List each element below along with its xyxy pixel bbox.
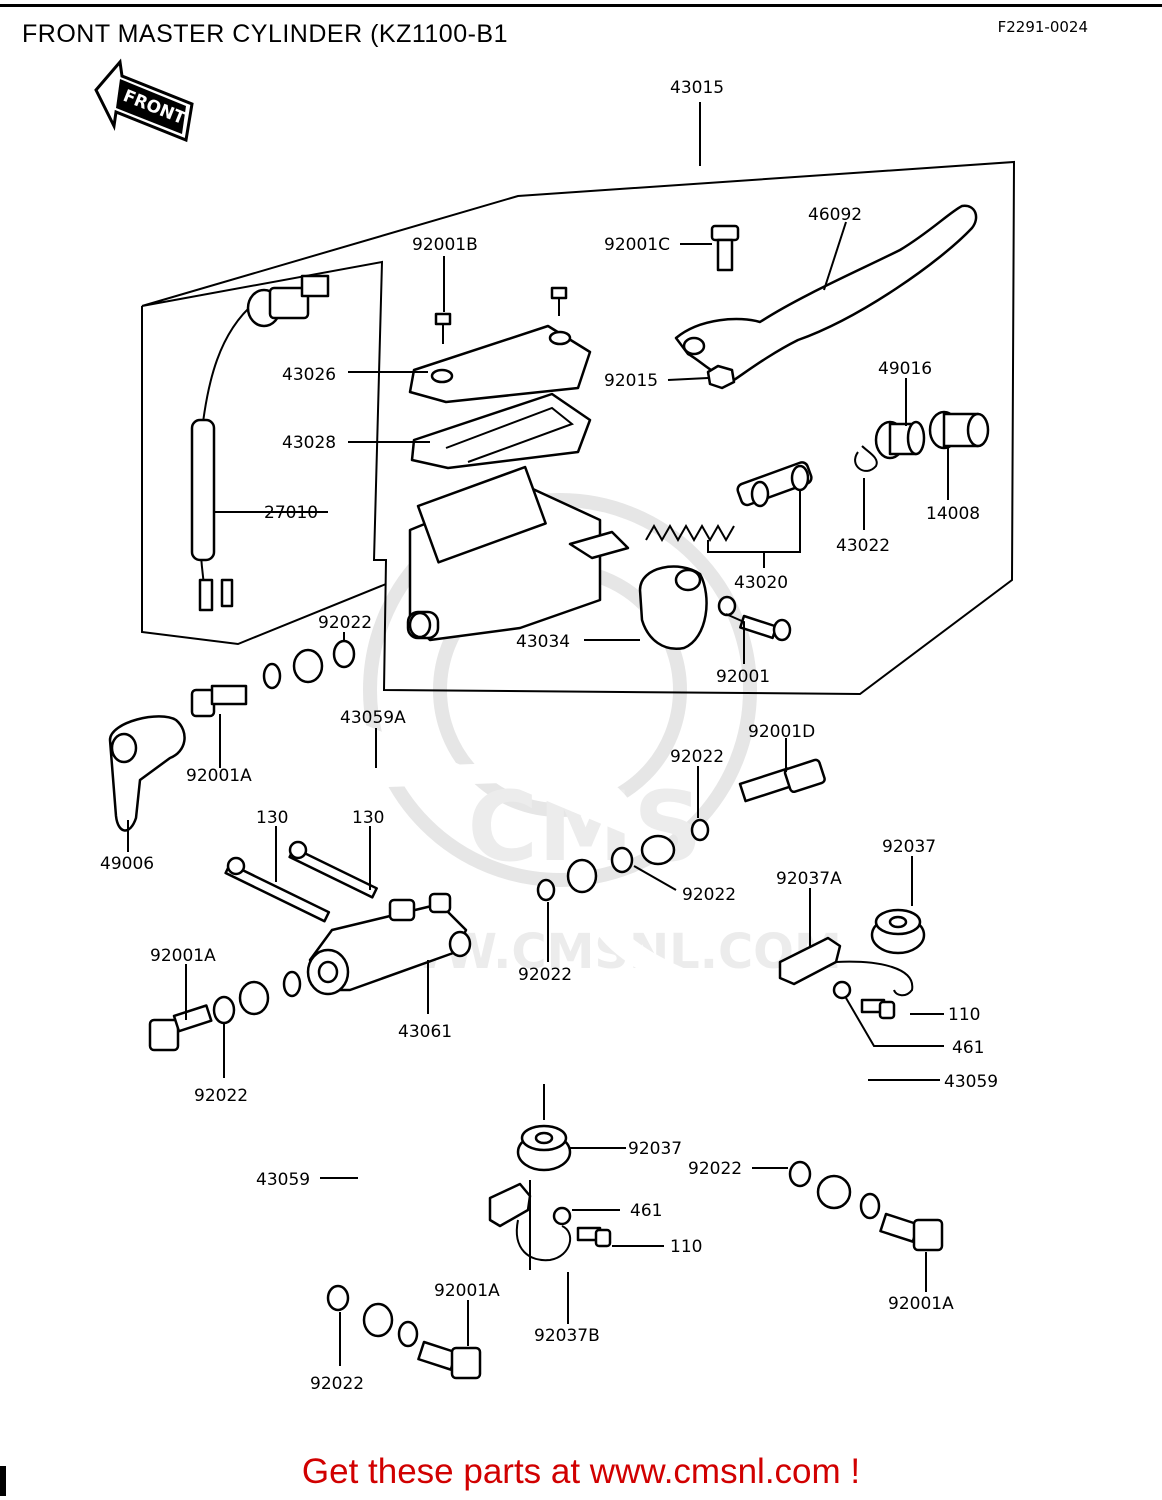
callout-43059-right: 43059: [944, 1072, 998, 1092]
callout-43034: 43034: [516, 632, 570, 652]
banjo-bolt-92001A-upper: [190, 684, 248, 718]
washer-upper-1: [262, 662, 282, 690]
callout-92001A-low: 92001A: [434, 1281, 500, 1301]
callout-92037A: 92037A: [776, 869, 842, 889]
callout-92001A-left: 92001A: [186, 766, 252, 786]
brake-junction-43061: [306, 892, 472, 996]
assembly-outline-43015: [141, 160, 1016, 696]
brake-lever-46092: [674, 204, 978, 382]
banjo-bolt-92001D: [738, 758, 826, 803]
washer-lowright-2: [859, 1192, 881, 1220]
leader-lines: [127, 221, 949, 1366]
banjo-bolt-92001A-left: [148, 1004, 213, 1052]
banjo-bolt-92001A-bottom: [417, 1340, 482, 1380]
grommet-92037-lower: [516, 1124, 572, 1172]
washer-bottom-1: [326, 1284, 350, 1312]
master-cylinder-body: [406, 465, 630, 642]
washer-mid-3: [610, 846, 634, 874]
washer-mid-1: [690, 818, 710, 842]
banjo-eye-upper: [292, 648, 324, 684]
callout-43020: 43020: [734, 573, 788, 593]
circlip-43022: [854, 445, 878, 472]
reservoir-cap-43026: [408, 324, 592, 404]
callout-43061: 43061: [398, 1022, 452, 1042]
grommet-92037-upper: [870, 908, 926, 955]
callout-27010: 27010: [264, 503, 318, 523]
clamp-43034: [638, 565, 708, 651]
callout-130-a: 130: [256, 808, 288, 828]
callout-92022-lowleft: 92022: [194, 1086, 248, 1106]
cap-14008: [928, 410, 990, 450]
cap-screw-2: [550, 286, 568, 316]
bolt-110-low: [576, 1226, 612, 1248]
callout-92022-mid1: 92022: [670, 747, 724, 767]
callout-92001: 92001: [716, 667, 770, 687]
callout-43059-left: 43059: [256, 1170, 310, 1190]
clamp-bolt-92001: [717, 595, 792, 642]
callout-14008: 14008: [926, 504, 980, 524]
spring-43020: [645, 523, 735, 543]
washer-lowright-1: [788, 1160, 812, 1188]
callout-49006: 49006: [100, 854, 154, 874]
hose-43059-left: [238, 980, 411, 1338]
callout-92022-bottom: 92022: [310, 1374, 364, 1394]
callout-43026: 43026: [282, 365, 336, 385]
callout-92037-right: 92037: [882, 837, 936, 857]
callout-92037-low: 92037: [628, 1139, 682, 1159]
bolt-110-right: [860, 998, 896, 1020]
callout-49016: 49016: [878, 359, 932, 379]
brake-switch-27010: [190, 274, 330, 612]
piston-43020: [736, 461, 813, 508]
callout-92001A-lowright: 92001A: [888, 1294, 954, 1314]
callout-92001D: 92001D: [748, 722, 815, 742]
pivot-bolt-92001C: [710, 224, 740, 272]
cmsnl-ad-link[interactable]: Get these parts at www.cmsnl.com !: [301, 1452, 861, 1491]
callout-43059A: 43059A: [340, 708, 406, 728]
hose-43059-right: [566, 858, 874, 1210]
diaphragm-43028: [410, 392, 592, 470]
callout-92022-mid2: 92022: [682, 885, 736, 905]
edge-mark: [0, 1466, 6, 1496]
hose-43059A: [293, 690, 676, 866]
callout-110-low: 110: [670, 1237, 702, 1257]
nut-92015: [706, 364, 736, 390]
collar-461-low: [552, 1206, 572, 1226]
callout-43015: 43015: [670, 78, 724, 98]
callout-110-right: 110: [948, 1005, 980, 1025]
collar-461-right: [832, 980, 852, 1000]
washer-mid-2: [536, 878, 556, 902]
top-rule: [0, 4, 1162, 7]
boot-49016: [874, 420, 926, 460]
bolt-130-b: [288, 840, 378, 899]
callout-92001B: 92001B: [412, 235, 478, 255]
callout-92015: 92015: [604, 371, 658, 391]
callout-92001C: 92001C: [604, 235, 670, 255]
banjo-bolt-92001A-lowright: [879, 1212, 944, 1252]
figure-code: F2291-0024: [997, 18, 1088, 36]
bracket-92037B: [488, 1182, 572, 1262]
front-arrow-icon: FRONT: [94, 58, 194, 143]
cap-screw-92001B: [434, 312, 452, 344]
callout-43022: 43022: [836, 536, 890, 556]
callout-92001A-mid: 92001A: [150, 946, 216, 966]
callout-92022-lowright: 92022: [688, 1159, 742, 1179]
callout-92037B: 92037B: [534, 1326, 600, 1346]
callout-461-right: 461: [952, 1038, 984, 1058]
callout-92022-top: 92022: [318, 613, 372, 633]
washer-upper-2: [332, 639, 356, 669]
callout-130-b: 130: [352, 808, 384, 828]
callout-43028: 43028: [282, 433, 336, 453]
washer-left-1: [212, 995, 236, 1025]
callout-461-low: 461: [630, 1201, 662, 1221]
bracket-92037A: [778, 936, 914, 997]
banjo-boot-49006: [108, 715, 186, 832]
callout-92022-mid3: 92022: [518, 965, 572, 985]
washer-bottom-2: [397, 1320, 419, 1348]
callout-46092: 46092: [808, 205, 862, 225]
callout-labels: 43015 46092 92001C 92001B 43026 92015 49…: [100, 78, 998, 1394]
page-title: FRONT MASTER CYLINDER (KZ1100-B1: [22, 20, 509, 48]
washer-left-2: [282, 970, 302, 998]
bolt-130-a: [224, 856, 331, 923]
